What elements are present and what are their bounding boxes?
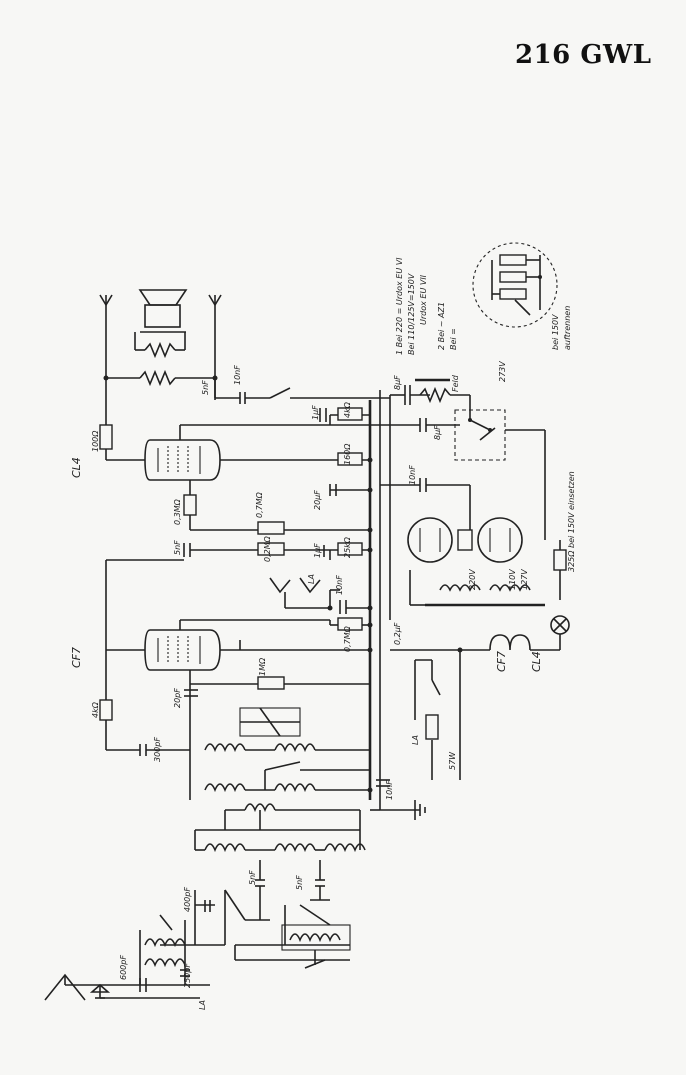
c20uf-label: 20μF — [313, 490, 322, 510]
c600pf-label: 600pF — [119, 955, 128, 980]
r4ko-b-label: 4kΩ — [91, 701, 100, 718]
cf7-heater-label: CF7 — [495, 651, 508, 672]
r100-resistor — [99, 424, 113, 450]
bridge-detail — [472, 242, 558, 328]
cl4-heater-label: CL4 — [530, 651, 543, 672]
c10nf-c-label: 10nF — [408, 465, 417, 485]
rectifier-tube-2 — [477, 517, 523, 563]
v127-label: 127V — [520, 569, 529, 590]
r03mo-label: 0,3MΩ — [173, 498, 182, 525]
c1uf-a-label: 1μF — [311, 405, 320, 420]
cl4-tube — [99, 424, 380, 530]
rf-coils — [194, 707, 426, 853]
note-3b: auftrennen — [563, 306, 572, 350]
r1mo-label: 1MΩ — [258, 657, 267, 676]
la-top-label: LA — [307, 574, 316, 584]
cap-5nf-label: 5nF — [201, 380, 210, 395]
cf7-tube — [99, 619, 370, 800]
la-mid-label: LA — [411, 735, 420, 745]
c10nf-d-label: 10nF — [385, 780, 394, 800]
r4ko-label: 4kΩ — [343, 401, 352, 418]
c300pf-label: 300pF — [153, 737, 162, 762]
r07mo-label: 0,7MΩ — [255, 491, 264, 518]
power-section — [380, 378, 570, 780]
note-1c: Urdox EU VII — [419, 274, 428, 325]
r100-label: 100Ω — [91, 430, 100, 452]
cap-10nf-label: 10nF — [233, 365, 242, 385]
r25ko-label: 25kΩ — [343, 536, 352, 558]
cl4-label: CL4 — [70, 457, 83, 478]
speaker-section — [99, 289, 390, 425]
c1uf-b-label: 1μF — [313, 543, 322, 558]
v273-label: 273V — [498, 361, 507, 382]
c250pf-label: 250pF — [183, 963, 192, 988]
note-2: 2 Bei ~ AZ1 — [437, 302, 446, 350]
r02mo-label: 0,2MΩ — [263, 535, 272, 562]
note-2b: Bei = — [449, 328, 458, 350]
r160-label: 160Ω — [343, 443, 352, 465]
c20pf-label: 20pF — [173, 688, 182, 708]
cf7-label: CF7 — [70, 647, 83, 668]
c8uf-label: 8μF — [393, 375, 402, 390]
r325-resistor — [553, 549, 567, 571]
page-title: 216 GWL — [515, 40, 652, 70]
note-1: 1 Bei 220 = Urdox EU VI — [395, 257, 404, 355]
c02uf-label: 0,2μF — [393, 622, 402, 645]
input-section — [44, 860, 351, 1001]
c10nf-b-label: 10nF — [335, 575, 344, 595]
w57-label: 57W — [448, 751, 457, 770]
c5nf-f-label: 5nF — [295, 875, 304, 890]
c5nf-e-label: 5nF — [248, 870, 257, 885]
feld-label: Feld — [451, 374, 460, 392]
v220-label: 220V — [468, 569, 477, 590]
note-1b: Bei 110/125V=150V — [407, 273, 416, 355]
rectifier-tube-1 — [407, 517, 453, 563]
speaker-frame-icon — [144, 304, 181, 328]
r07mo-b-label: 0,7MΩ — [343, 625, 352, 652]
v110-label: 110V — [508, 569, 517, 590]
note-325-label: bei 150V einsetzen — [567, 471, 576, 548]
c400pf-label: 400pF — [183, 887, 192, 912]
speaker-icon — [138, 289, 188, 306]
middle-network — [105, 407, 370, 700]
la-bottom-label: LA — [198, 1000, 207, 1010]
r325-label: 325Ω — [567, 550, 576, 572]
c8uf-b-label: 8μF — [433, 425, 442, 440]
c5nf-mid-label: 5nF — [173, 540, 182, 555]
note-3: bei 150V — [551, 314, 560, 350]
